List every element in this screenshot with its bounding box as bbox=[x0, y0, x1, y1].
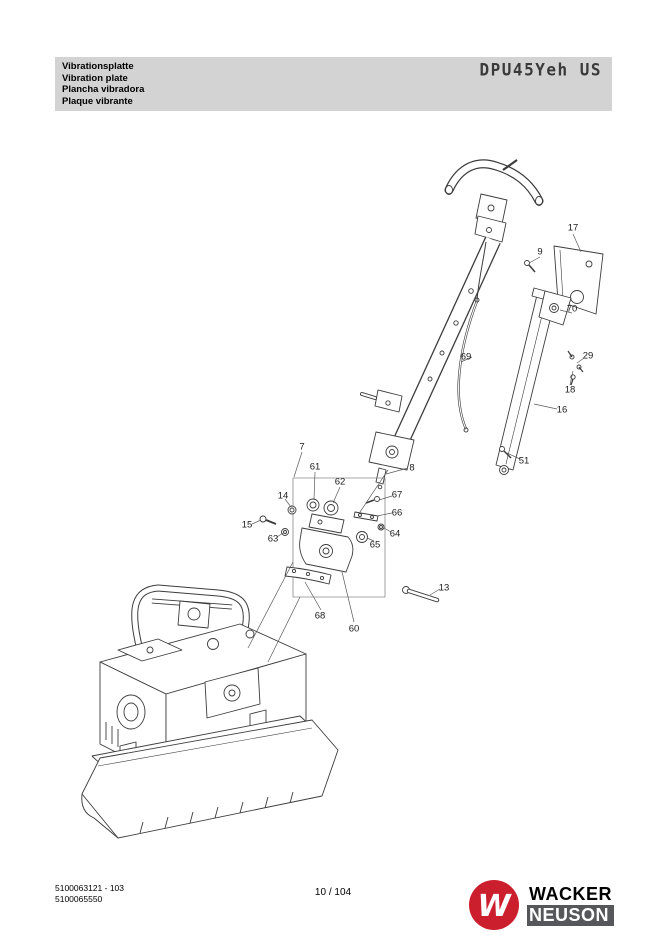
title-fr: Plaque vibrante bbox=[62, 95, 133, 107]
doc-numbers: 5100063121 - 103 5100065550 bbox=[55, 883, 124, 904]
doc-number-1: 5100063121 - 103 bbox=[55, 883, 125, 893]
brand-text: WACKER NEUSON bbox=[527, 884, 614, 926]
brand-mark-icon: W bbox=[469, 880, 519, 930]
machine-body bbox=[81, 584, 339, 839]
brand-name-top: WACKER bbox=[529, 884, 612, 904]
handle-assembly bbox=[360, 159, 604, 490]
page-indicator: 10 / 104 bbox=[314, 887, 352, 898]
parts-cluster bbox=[259, 477, 440, 603]
leader-lines bbox=[247, 233, 585, 663]
model-name: DPU45Yeh US bbox=[479, 59, 602, 80]
header-titles: Vibrationsplatte Vibration plate Plancha… bbox=[62, 61, 144, 107]
doc-number-2: 5100065550 bbox=[55, 893, 103, 904]
svg-text:W: W bbox=[477, 889, 512, 924]
header-bar: Vibrationsplatte Vibration plate Plancha… bbox=[55, 57, 612, 111]
brand-logo: W WACKER NEUSON bbox=[468, 879, 614, 931]
title-de: Vibrationsplatte bbox=[62, 61, 134, 72]
brand-name-bottom: NEUSON bbox=[527, 905, 614, 926]
title-es: Plancha vibradora bbox=[62, 84, 145, 96]
title-en: Vibration plate bbox=[62, 72, 128, 84]
